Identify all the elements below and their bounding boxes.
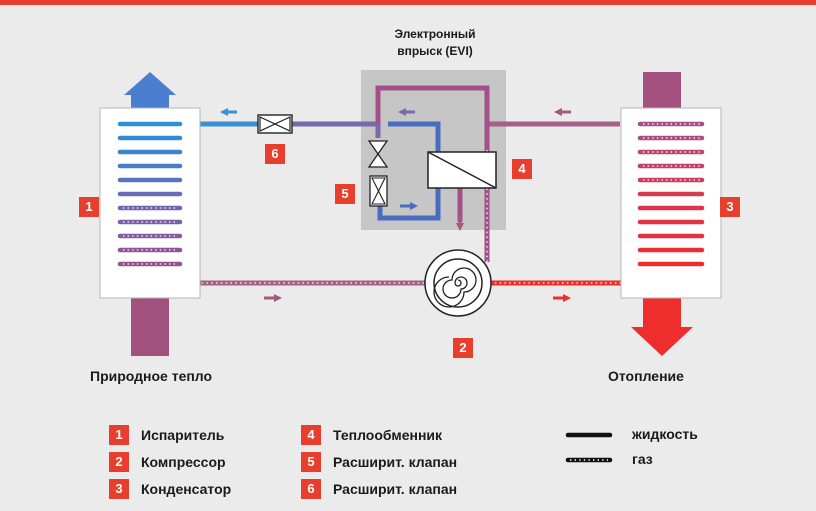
heat-exchanger <box>427 151 497 189</box>
legend-gas-label: газ <box>632 451 653 467</box>
heating-label: Отопление <box>608 368 684 384</box>
legend-item: 2 Компрессор <box>109 452 226 472</box>
legend-badge: 3 <box>109 479 129 499</box>
legend-item: 6 Расширит. клапан <box>301 479 457 499</box>
legend-item: 4 Теплообменник <box>301 425 442 445</box>
pipe-evi-loop-top <box>375 85 490 150</box>
compressor <box>424 249 492 317</box>
badge-3-condenser: 3 <box>720 197 740 217</box>
evaporator-bottom-arrow <box>131 298 169 356</box>
legend-liquid-label: жидкость <box>632 426 698 442</box>
legend-badge: 4 <box>301 425 321 445</box>
legend-item: 3 Конденсатор <box>109 479 231 499</box>
evaporator-top-arrow <box>124 72 176 108</box>
legend-label: Испаритель <box>141 427 225 443</box>
legend-label: Теплообменник <box>333 427 443 443</box>
badge-6-valve: 6 <box>265 144 285 164</box>
evi-label: Электронный впрыск (EVI) <box>394 27 476 58</box>
condenser-bottom-arrow <box>631 298 693 356</box>
evaporator <box>99 107 201 299</box>
badge-2-compressor: 2 <box>453 338 473 358</box>
legend-badge: 6 <box>301 479 321 499</box>
badge-5-valve: 5 <box>335 184 355 204</box>
legend-badge: 5 <box>301 452 321 472</box>
valve-bowtie <box>367 140 389 168</box>
condenser-top-arrow <box>643 72 681 112</box>
flow-arrows <box>220 108 571 302</box>
legend-label: Компрессор <box>141 454 226 470</box>
expansion-valve-5 <box>369 175 388 207</box>
legend-item: 5 Расширит. клапан <box>301 452 457 472</box>
legend-label: Расширит. клапан <box>333 454 458 470</box>
badge-4-heat-exchanger: 4 <box>512 159 532 179</box>
badge-1-evaporator: 1 <box>79 197 99 217</box>
legend-label: Конденсатор <box>141 481 232 497</box>
legend-item: 1 Испаритель <box>109 425 224 445</box>
pipe-evi-blue-loop <box>377 121 441 221</box>
natural-heat-label: Природное тепло <box>90 368 213 384</box>
legend-badge: 2 <box>109 452 129 472</box>
top-accent-bar <box>0 0 816 5</box>
legend-badge: 1 <box>109 425 129 445</box>
condenser <box>620 107 722 299</box>
expansion-valve-6 <box>257 114 293 134</box>
legend-label: Расширит. клапан <box>333 481 458 497</box>
